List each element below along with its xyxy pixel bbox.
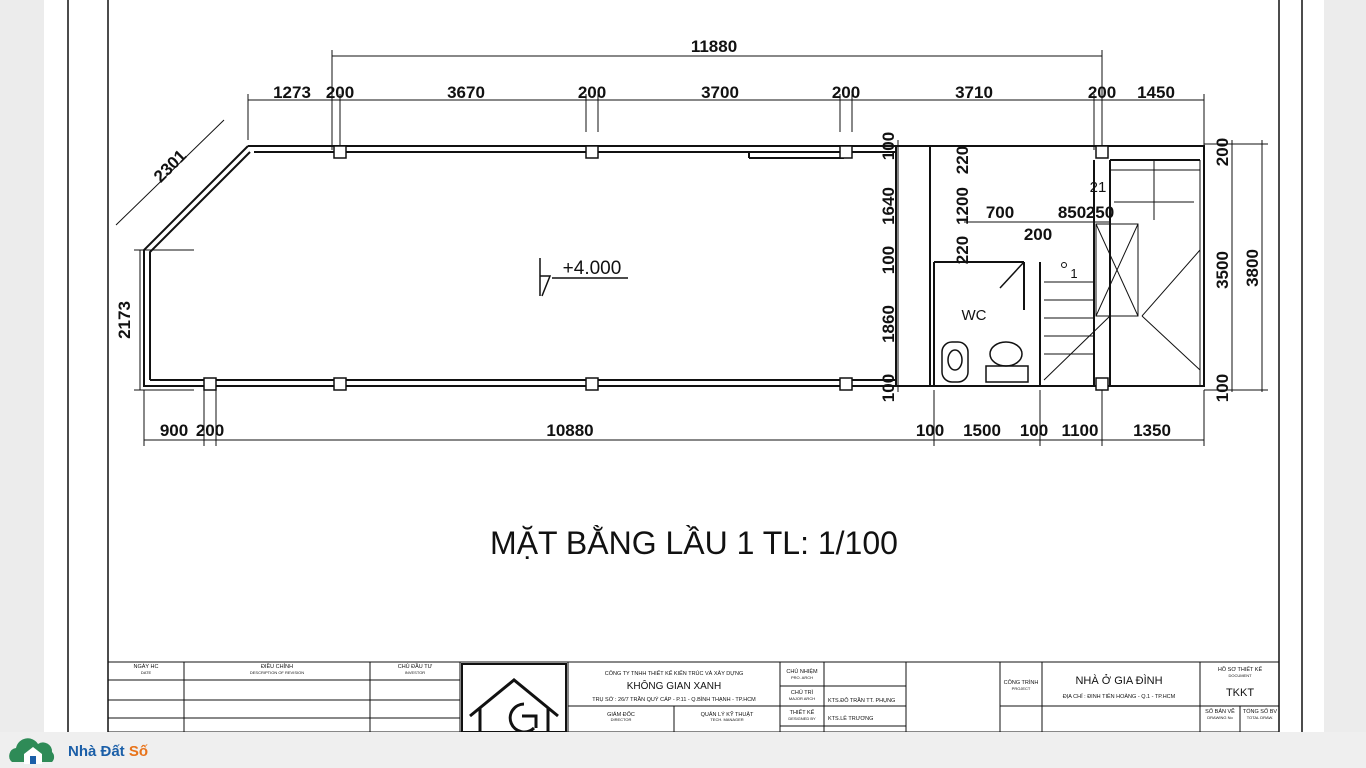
dim-top-6: 3710 bbox=[955, 83, 993, 102]
dim-wc-3: 200 bbox=[1024, 225, 1052, 244]
tb-doc-label: HỒ SƠ THIẾT KẾ bbox=[1218, 666, 1263, 673]
tb-chief-major: CHỦ TRÌ bbox=[791, 689, 814, 696]
dim-mid-v-3: 1860 bbox=[879, 305, 898, 343]
dim-bottom-1: 200 bbox=[196, 421, 224, 440]
tb-chief-major-en: MAJOR ARCH bbox=[789, 696, 815, 701]
tb-designer-en: DESIGNED BY bbox=[788, 716, 816, 721]
dim-bottom-right-4: 1350 bbox=[1133, 421, 1171, 440]
tb-chief-en: PRO. ARCH bbox=[791, 675, 813, 680]
tb-doc-code: TKKT bbox=[1226, 687, 1254, 699]
watermark-brand: Nhà Đất Số bbox=[68, 743, 148, 760]
dim-inner-v-0: 220 bbox=[953, 146, 972, 174]
tb-project: CÔNG TRÌNH bbox=[1004, 679, 1039, 686]
dim-wc-0: 700 bbox=[986, 203, 1014, 222]
floor-plan-drawing: 11880 1273 200 3670 200 3700 200 3710 20… bbox=[67, 0, 1303, 732]
tb-chief: CHỦ NHIỆM bbox=[786, 667, 818, 675]
tb-date-en: DATE bbox=[141, 670, 152, 675]
tb-revision: ĐIỀU CHỈNH bbox=[261, 663, 293, 670]
dim-inner-v-1: 1200 bbox=[953, 187, 972, 225]
tb-project-address: ĐỊA CHỈ : ĐINH TIÊN HOÀNG - Q.1 - TP.HCM bbox=[1063, 692, 1176, 700]
dim-bottom-right-3: 1100 bbox=[1062, 421, 1099, 440]
house-cloud-icon bbox=[9, 738, 55, 764]
dim-mid-v-4: 100 bbox=[879, 374, 898, 402]
tb-total: TỔNG SỐ BV bbox=[1243, 708, 1278, 715]
tb-investor: CHỦ ĐẦU TƯ bbox=[398, 663, 433, 670]
dim-top-3: 200 bbox=[578, 83, 606, 102]
dim-mid-v-2: 100 bbox=[879, 246, 898, 274]
brand-main: Nhà Đất bbox=[68, 742, 129, 760]
tb-total-en: TOTAL DRAW. bbox=[1247, 715, 1273, 720]
dim-mid-v-1: 1640 bbox=[879, 187, 898, 225]
tb-revision-en: DESCRIPTION OF REVISION bbox=[250, 670, 304, 675]
dim-bottom-right-0: 100 bbox=[916, 421, 944, 440]
staircase bbox=[1043, 159, 1201, 386]
dim-diagonal: 2301 bbox=[150, 146, 190, 186]
level-label: +4.000 bbox=[563, 258, 622, 279]
dim-wc-1: 850 bbox=[1058, 203, 1086, 222]
dim-top-total: 11880 bbox=[691, 37, 737, 56]
dim-right-v-3: 100 bbox=[1213, 374, 1232, 402]
tb-drawing-no: SỐ BẢN VẼ bbox=[1205, 708, 1235, 715]
dim-top-8: 1450 bbox=[1137, 83, 1175, 102]
columns bbox=[203, 145, 1109, 391]
watermark-logo[interactable]: Nhà Đất Số bbox=[6, 734, 166, 768]
stair-label-top: 21 bbox=[1090, 179, 1107, 196]
dim-right-v-0: 200 bbox=[1213, 138, 1232, 166]
tb-tech-manager-en: TECH. MANAGER bbox=[710, 717, 743, 722]
dim-top-2: 3670 bbox=[447, 83, 485, 102]
footer-bar bbox=[0, 732, 1366, 768]
title-block-text: NGÀY HC DATE ĐIỀU CHỈNH DESCRIPTION OF R… bbox=[134, 663, 1278, 722]
dim-top-7: 200 bbox=[1088, 83, 1116, 102]
dim-top-4: 3700 bbox=[701, 83, 739, 102]
dim-inner-v-2: 220 bbox=[953, 236, 972, 264]
title-block bbox=[107, 661, 1280, 732]
drawing-title: MẶT BẰNG LẦU 1 TL: 1/100 bbox=[490, 525, 898, 561]
tb-project-en: PROJECT bbox=[1012, 686, 1031, 691]
brand-accent: Số bbox=[128, 742, 149, 760]
tb-company-line: CÔNG TY TNHH THIẾT KẾ KIẾN TRÚC VÀ XÂY D… bbox=[605, 670, 743, 677]
dim-bottom-0: 900 bbox=[160, 421, 188, 440]
dim-wc-2: 250 bbox=[1086, 203, 1114, 222]
dim-mid-v-0: 100 bbox=[879, 132, 898, 160]
stair-start-icon bbox=[1061, 262, 1067, 268]
dim-left: 2173 bbox=[115, 301, 134, 339]
dim-right-v-2: 3800 bbox=[1243, 249, 1262, 287]
tb-doc-label-en: DOCUMENT bbox=[1228, 673, 1252, 678]
wc-label: WC bbox=[962, 307, 987, 324]
tb-project-name: NHÀ Ở GIA ĐÌNH bbox=[1075, 674, 1162, 687]
tb-designer: THIẾT KẾ bbox=[790, 709, 815, 716]
dim-bottom-right-2: 100 bbox=[1020, 421, 1048, 440]
dimension-lines bbox=[115, 50, 1268, 446]
tb-director: GIÁM ĐỐC bbox=[607, 711, 635, 718]
level-marker bbox=[539, 258, 628, 297]
tb-investor-en: INVESTOR bbox=[405, 670, 425, 675]
tb-tech-manager: QUẢN LÝ KỸ THUẬT bbox=[701, 711, 754, 718]
tb-company-name: KHÔNG GIAN XANH bbox=[627, 679, 721, 692]
walls bbox=[143, 145, 1205, 387]
stair-label-bottom: 1 bbox=[1070, 266, 1077, 281]
dim-top-1: 200 bbox=[326, 83, 354, 102]
tb-company-address: TRỤ SỞ : 26/7 TRẦN QUÝ CÁP - P.11 - Q.BÌ… bbox=[592, 696, 756, 703]
tb-date: NGÀY HC bbox=[134, 663, 159, 670]
company-logo bbox=[469, 678, 559, 732]
tb-chief-major-name: KTS.ĐỖ TRẦN TT. PHỤNG bbox=[828, 697, 895, 704]
wc-fixtures bbox=[941, 261, 1029, 383]
tb-designer-name: KTS.LÊ TRƯƠNG bbox=[828, 714, 873, 722]
drawing-sheet: 11880 1273 200 3670 200 3700 200 3710 20… bbox=[44, 0, 1324, 732]
dim-bottom-2: 10880 bbox=[546, 421, 593, 440]
dim-top-0: 1273 bbox=[273, 83, 311, 102]
tb-director-en: DIRECTOR bbox=[611, 717, 632, 722]
dim-top-5: 200 bbox=[832, 83, 860, 102]
dim-right-v-1: 3500 bbox=[1213, 251, 1232, 289]
dim-bottom-right-1: 1500 bbox=[963, 421, 1001, 440]
tb-drawing-no-en: DRAWING No bbox=[1207, 715, 1233, 720]
